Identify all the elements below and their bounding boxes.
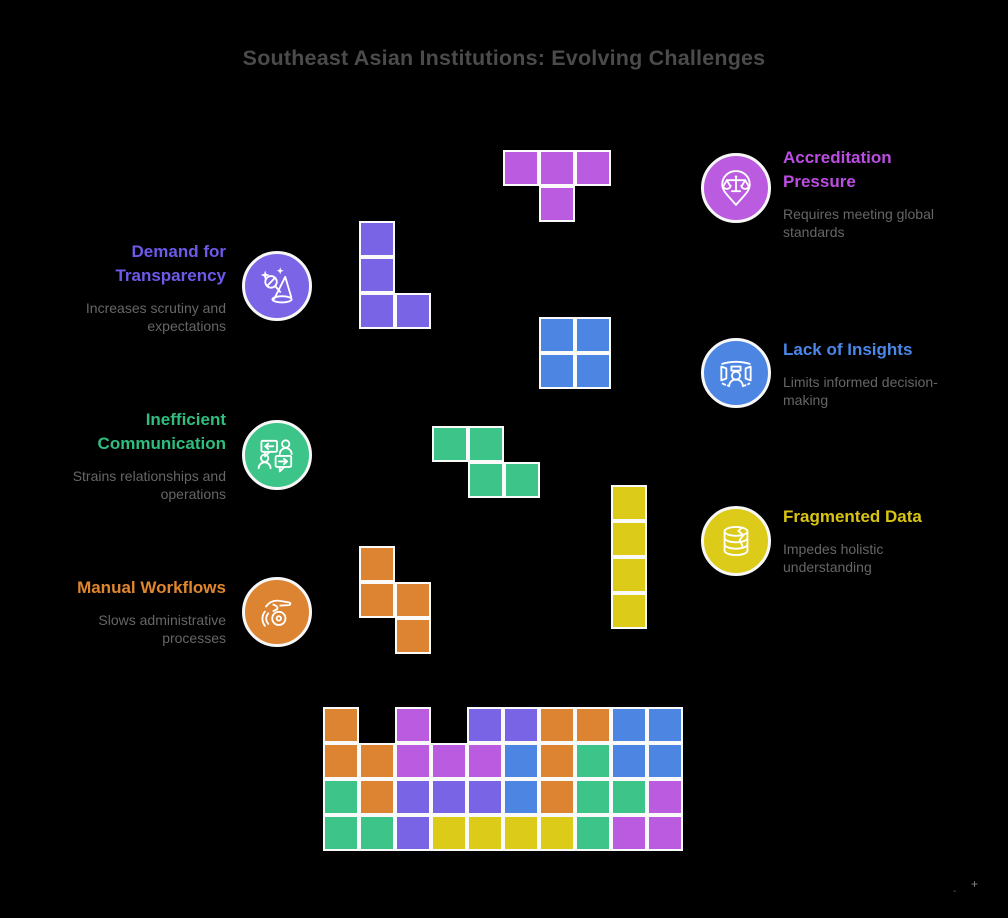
challenge-description: Requires meeting global standards [783,206,934,240]
stack-cell [575,707,611,743]
person-screens-icon [701,338,771,408]
stack-cell [539,743,575,779]
challenge-title: Manual Workflows [77,578,226,597]
stack-cell [323,707,359,743]
stack-cell [467,743,503,779]
tetris-cell [395,618,431,654]
tetris-cell [468,426,504,462]
stack-cell [575,779,611,815]
watermark-dash-icon: - [953,886,957,897]
hand-crank-icon [242,577,312,647]
challenge-description: Strains relationships and operations [72,468,226,502]
watermark-plus-icon: + [971,877,979,891]
stack-cell [611,779,647,815]
tetris-cell [395,293,431,329]
stack-cell [467,779,503,815]
tetris-cell [359,257,395,293]
announcement-mic-icon [242,251,312,321]
stack-cell [323,815,359,851]
challenge-description: Increases scrutiny and expectations [85,300,226,334]
stack-cell [611,707,647,743]
tetris-cell [432,426,468,462]
tetris-cell [468,462,504,498]
challenge-manual-workflows: Manual Workflows Slows administrative pr… [36,576,326,706]
stack-cell [611,743,647,779]
challenge-inefficient-communication: Inefficient Communication Strains relati… [36,408,326,538]
stack-cell [611,815,647,851]
tetris-cell [504,462,540,498]
stack-cell [503,815,539,851]
tetris-cell [359,582,395,618]
challenge-title: Inefficient Communication [97,410,226,453]
stack-cell [647,743,683,779]
chat-people-icon [242,420,312,490]
stack-cell [647,815,683,851]
tetris-cell [575,353,611,389]
tetris-cell [503,150,539,186]
stack-cell [647,707,683,743]
challenge-demand-for-transparency: Demand for Transparency Increases scruti… [36,240,326,370]
stack-cell [431,815,467,851]
stack-cell [503,707,539,743]
stack-cell [503,743,539,779]
tetris-cell [539,150,575,186]
challenge-title: Demand for Transparency [115,242,226,285]
tetris-cell [359,546,395,582]
tetris-cell [611,557,647,593]
stack-cell [503,779,539,815]
challenge-lack-of-insights: Lack of Insights Limits informed decisio… [696,338,986,468]
stack-cell [323,779,359,815]
tetris-cell [611,521,647,557]
challenge-title: Lack of Insights [783,340,913,359]
tetris-cell [395,582,431,618]
challenge-description: Limits informed decision-making [783,374,938,408]
stack-cell [539,815,575,851]
stack-cell [467,815,503,851]
stack-cell [395,779,431,815]
stack-cell [359,779,395,815]
stack-cell [395,707,431,743]
stack-cell [575,815,611,851]
stack-cell [359,815,395,851]
challenge-fragmented-data: Fragmented Data Impedes holistic underst… [696,505,986,635]
stack-cell [431,743,467,779]
tetris-cell [359,221,395,257]
challenge-accreditation-pressure: Accreditation Pressure Requires meeting … [696,146,986,276]
tetris-cell [359,293,395,329]
tetris-cell [575,150,611,186]
stack-cell [539,707,575,743]
stack-cell [359,743,395,779]
challenge-description: Impedes holistic understanding [783,541,884,575]
tetris-cell [611,593,647,629]
challenge-description: Slows administrative processes [98,612,226,646]
challenge-title: Accreditation Pressure [783,148,892,191]
tetris-cell [539,186,575,222]
tetris-cell [539,317,575,353]
pin-scales-icon [701,153,771,223]
stack-cell [467,707,503,743]
tetris-cell [575,317,611,353]
stack-cell [539,779,575,815]
challenge-title: Fragmented Data [783,507,922,526]
tetris-cell [539,353,575,389]
stack-cell [431,779,467,815]
stack-cell [647,779,683,815]
page-title: Southeast Asian Institutions: Evolving C… [242,46,766,70]
database-icon [701,506,771,576]
stack-cell [395,815,431,851]
tetris-cell [611,485,647,521]
stack-cell [323,743,359,779]
stack-cell [575,743,611,779]
stack-cell [395,743,431,779]
